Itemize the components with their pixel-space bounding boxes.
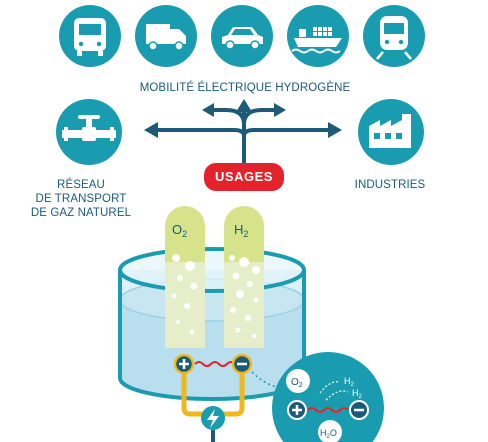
zoom-o2-label: O2 <box>291 377 303 389</box>
hydrogen-label: H2 <box>234 222 248 239</box>
oxygen-tube <box>165 206 205 348</box>
gas-network-label: RÉSEAU DE TRANSPORT DE GAZ NATUREL <box>22 178 140 220</box>
zoom-h2-a-label: H2 <box>344 376 355 388</box>
gas-network-line2: DE TRANSPORT <box>35 193 127 205</box>
zoom-plus-icon <box>287 400 307 420</box>
ship-icon <box>287 5 349 67</box>
pipeline-valve-icon <box>56 99 122 165</box>
mobility-label: MOBILITÉ ÉLECTRIQUE HYDROGÈNE <box>139 82 351 94</box>
electrolyzer-tank <box>118 247 306 401</box>
zoom-water-label: H2O <box>320 428 337 440</box>
hydrogen-tube <box>224 206 264 348</box>
truck-icon <box>135 5 197 67</box>
factory-icon <box>358 99 424 165</box>
zoom-minus-icon <box>349 400 369 420</box>
car-icon <box>211 5 273 67</box>
arrowheads <box>144 99 342 138</box>
bus-icon <box>59 5 121 67</box>
lightning-icon <box>201 406 225 430</box>
industries-label: INDUSTRIES <box>354 179 426 191</box>
zoom-h2-b-label: H2 <box>352 388 363 400</box>
gas-network-line3: DE GAZ NATUREL <box>30 207 132 219</box>
molecule-zoom: O2 H2 H2 H2O <box>272 352 384 442</box>
cathode-minus-icon <box>231 353 253 375</box>
gas-network-line1: RÉSEAU <box>57 179 105 191</box>
train-icon <box>363 5 425 67</box>
usages-badge: USAGES <box>204 163 284 191</box>
oxygen-label: O2 <box>172 222 187 239</box>
usage-arrows <box>154 108 332 168</box>
wire-wavy <box>194 361 236 367</box>
anode-plus-icon <box>173 353 195 375</box>
